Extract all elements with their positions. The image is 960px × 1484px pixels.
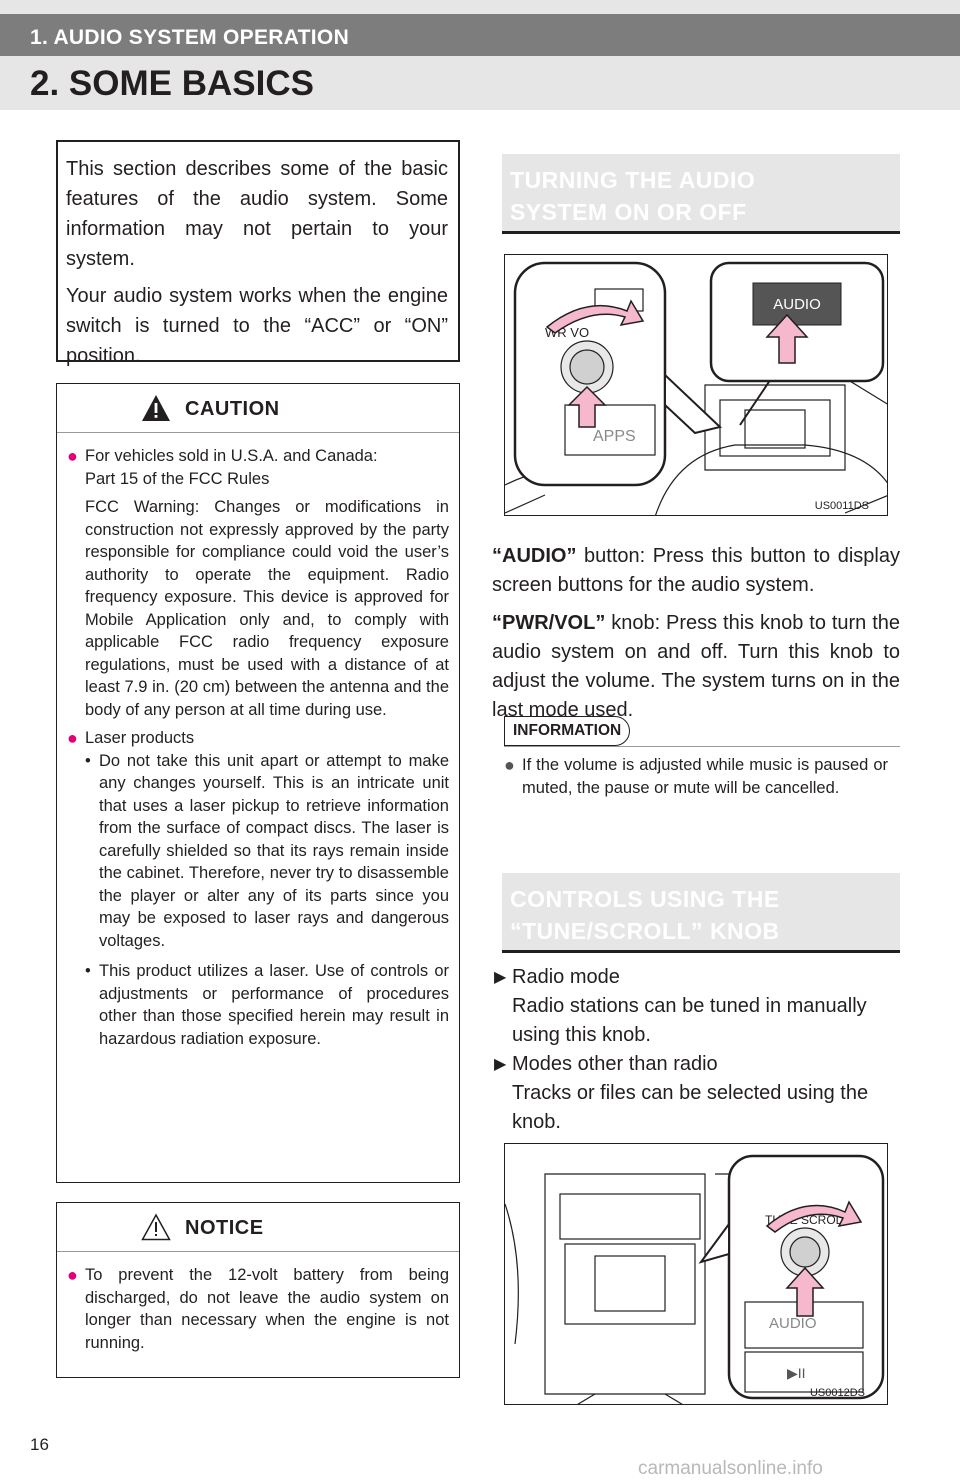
information-divider — [504, 746, 900, 747]
arrow-right-icon: ▶ — [494, 969, 507, 986]
bullet-dot-icon: ● — [67, 1265, 78, 1285]
audio-term: “AUDIO” — [492, 545, 577, 567]
press-arrow-icon — [785, 1266, 825, 1317]
list-item-title: Modes other than radio — [512, 1053, 718, 1075]
section-band — [0, 14, 960, 56]
warning-triangle-icon — [142, 395, 170, 421]
information-text: If the volume is adjusted while music is… — [522, 756, 888, 797]
intro-box: This section describes some of the basic… — [56, 140, 460, 367]
caution-item: ● Laser products — [67, 727, 449, 750]
audio-desc: button: Press this button to display scr… — [492, 545, 900, 596]
page-header: 1. AUDIO SYSTEM OPERATION 2. SOME BASICS — [0, 0, 960, 110]
audio-button-description: “AUDIO” button: Press this button to dis… — [492, 542, 900, 600]
notice-item: ● To prevent the 12-volt battery from be… — [67, 1264, 449, 1354]
section-heading-line: “TUNE/SCROLL” KNOB — [510, 918, 780, 944]
caution-item-subtitle: Part 15 of the FCC Rules — [85, 469, 270, 488]
list-item-content: Modes other than radio Tracks or files c… — [512, 1050, 904, 1137]
warning-triangle-outline-icon — [141, 1213, 171, 1241]
information-label: INFORMATION — [504, 716, 631, 746]
notice-box: NOTICE ● To prevent the 12-volt battery … — [56, 1202, 460, 1378]
press-arrow-icon — [765, 313, 809, 364]
figure-play-label: ▶II — [787, 1365, 806, 1381]
bullet-dot-icon: ● — [67, 446, 78, 466]
section-heading-tune-scroll: CONTROLS USING THE “TUNE/SCROLL” KNOB — [502, 873, 900, 953]
list-item-text: Radio stations can be tuned in manually … — [512, 995, 867, 1046]
caution-subitem: • This product utilizes a laser. Use of … — [67, 960, 449, 1050]
list-item-title: Radio mode — [512, 966, 620, 988]
bullet-dot-icon: ● — [67, 728, 78, 748]
caution-subitem-text: This product utilizes a laser. Use of co… — [99, 962, 449, 1048]
section-heading-turning-on-off: TURNING THE AUDIO SYSTEM ON OR OFF — [502, 154, 900, 234]
page-number: 16 — [30, 1435, 49, 1454]
sub-bullet: • — [85, 751, 91, 770]
caution-item-text: FCC Warning: Changes or modifications in… — [85, 498, 449, 719]
caution-subitem: • Do not take this unit apart or attempt… — [67, 750, 449, 953]
watermark: carmanualsonline.info — [638, 1458, 823, 1479]
caution-box: CAUTION ● For vehicles sold in U.S.A. an… — [56, 383, 460, 1183]
bullet-dot-icon: ● — [504, 755, 515, 775]
figure-tune-scroll-drawing: TUNE SCROLL AUDIO ▶II US0012DS — [505, 1154, 885, 1404]
pwr-term: “PWR/VOL” — [492, 612, 606, 634]
rotate-arrow-icon — [765, 1200, 863, 1233]
rotate-arrow-icon — [545, 299, 645, 334]
caution-header: CAUTION — [57, 384, 459, 433]
caution-title: CAUTION — [185, 398, 280, 420]
section1-text: “AUDIO” button: Press this button to dis… — [492, 542, 900, 734]
list-item-content: Radio mode Radio stations can be tuned i… — [512, 963, 904, 1050]
list-item-other-modes: ▶ Modes other than radio Tracks or files… — [494, 1050, 904, 1137]
pwr-desc: knob: Press this knob to turn the audio … — [492, 612, 900, 721]
section-label: 1. AUDIO SYSTEM OPERATION — [30, 26, 350, 49]
caution-subitem-text: Do not take this unit apart or attempt t… — [99, 751, 449, 950]
caution-item-detail: Part 15 of the FCC Rules FCC Warning: Ch… — [67, 468, 449, 722]
list-item-radio-mode: ▶ Radio mode Radio stations can be tuned… — [494, 963, 904, 1050]
list-item-text: Tracks or files can be selected using th… — [512, 1082, 869, 1133]
sub-bullet: • — [85, 962, 91, 980]
press-arrow-icon — [567, 385, 607, 428]
figure-code: US0012DS — [810, 1387, 865, 1399]
notice-item-text: To prevent the 12-volt battery from bein… — [85, 1266, 449, 1352]
figure-tune-scroll: TUNE SCROLL AUDIO ▶II US0012DS — [504, 1143, 888, 1405]
information-item: ● If the volume is adjusted while music … — [504, 754, 896, 799]
section-heading-line: SYSTEM ON OR OFF — [510, 199, 747, 225]
section-heading-line: TURNING THE AUDIO — [510, 167, 756, 193]
caution-item: ● For vehicles sold in U.S.A. and Canada… — [67, 445, 449, 468]
intro-paragraph-2: Your audio system works when the engine … — [66, 285, 448, 367]
caution-body: ● For vehicles sold in U.S.A. and Canada… — [57, 433, 459, 1050]
caution-item-title: For vehicles sold in U.S.A. and Canada: — [85, 447, 378, 465]
figure-audio-controls: WR VO APPS AUDIO US0011DS — [504, 254, 888, 516]
caution-item-title: Laser products — [85, 729, 195, 747]
page-title: 2. SOME BASICS — [30, 64, 314, 103]
pwr-knob-description: “PWR/VOL” knob: Press this knob to turn … — [492, 609, 900, 725]
notice-body: ● To prevent the 12-volt battery from be… — [57, 1252, 459, 1354]
intro-paragraph-1: This section describes some of the basic… — [66, 158, 448, 270]
notice-header: NOTICE — [57, 1203, 459, 1252]
arrow-right-icon: ▶ — [494, 1056, 507, 1073]
figure-audio-label: AUDIO — [773, 296, 821, 313]
notice-title: NOTICE — [185, 1217, 264, 1239]
section-heading-line: CONTROLS USING THE — [510, 886, 780, 912]
figure-audio-label: AUDIO — [769, 1315, 817, 1332]
figure-code: US0011DS — [815, 500, 869, 512]
figure-apps-label: APPS — [593, 428, 636, 445]
figure-audio-controls-drawing: WR VO APPS AUDIO US0011DS — [505, 261, 887, 515]
